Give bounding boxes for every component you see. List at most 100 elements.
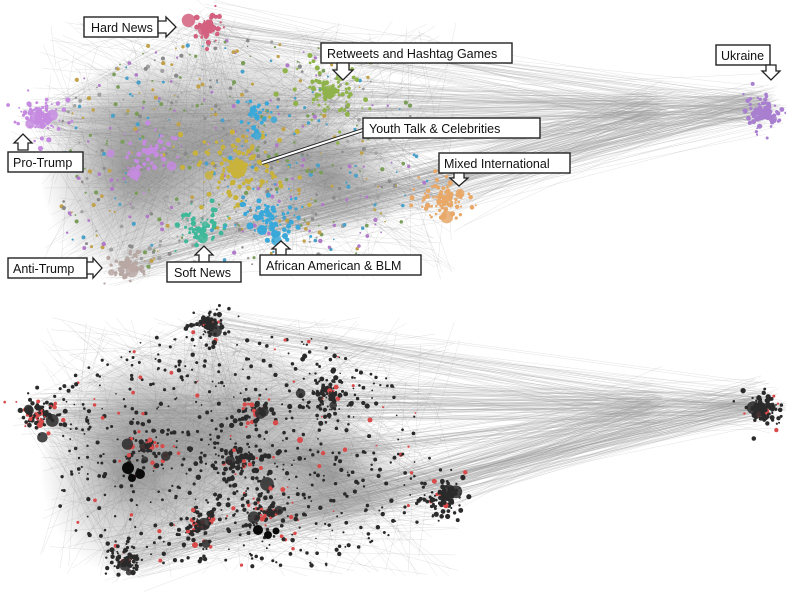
network-node <box>16 121 20 126</box>
network-edge <box>122 329 165 361</box>
network-edge <box>325 380 663 397</box>
network-node <box>732 400 736 403</box>
network-node <box>305 343 309 346</box>
network-node <box>114 271 118 275</box>
network-node <box>180 213 186 218</box>
network-edge <box>167 117 182 206</box>
network-edge <box>435 424 660 507</box>
network-edge <box>87 537 410 541</box>
network-node <box>49 403 52 406</box>
network-edge <box>220 336 780 409</box>
network-node <box>145 157 151 162</box>
network-node <box>132 546 136 550</box>
network-node <box>217 363 222 367</box>
network-node <box>303 496 307 500</box>
network-edge <box>67 149 304 263</box>
network-node <box>403 471 407 475</box>
network-node <box>119 484 124 489</box>
network-node <box>775 403 777 406</box>
network-node <box>316 473 320 478</box>
network-node <box>228 484 232 488</box>
network-node <box>326 75 330 78</box>
hub-node <box>198 23 211 37</box>
network-node <box>103 528 107 532</box>
network-node <box>261 117 267 122</box>
network-edge <box>272 401 651 522</box>
network-edge <box>76 378 257 445</box>
network-node <box>398 108 401 111</box>
network-edge <box>218 336 425 492</box>
network-edge <box>213 101 650 240</box>
network-node <box>283 338 287 342</box>
network-node <box>337 130 342 134</box>
network-node <box>420 481 424 485</box>
network-node <box>176 95 180 99</box>
network-edge <box>90 104 315 183</box>
network-node <box>167 175 170 179</box>
network-node <box>177 363 181 367</box>
network-node <box>203 453 207 458</box>
network-node <box>423 481 427 486</box>
network-edge <box>51 95 758 123</box>
network-edge <box>40 339 332 573</box>
network-node <box>326 412 332 418</box>
network-node <box>100 194 104 198</box>
network-node <box>330 368 336 374</box>
network-node <box>293 214 296 217</box>
hub-node <box>252 131 262 140</box>
network-edge <box>268 129 428 250</box>
network-node <box>336 419 340 423</box>
network-node <box>145 448 150 453</box>
network-node <box>87 366 91 370</box>
network-edge <box>248 459 478 478</box>
network-node <box>156 442 159 445</box>
network-node <box>160 156 166 162</box>
network-node <box>187 165 192 170</box>
network-edge <box>107 65 155 205</box>
network-node <box>176 122 181 127</box>
network-edge <box>78 145 451 214</box>
network-node <box>186 430 190 435</box>
network-edge <box>209 22 786 109</box>
network-node <box>150 460 155 465</box>
network-node <box>776 402 780 405</box>
network-edge <box>154 330 445 442</box>
network-node <box>98 533 103 538</box>
network-node <box>105 142 108 145</box>
network-node <box>205 547 208 551</box>
network-node <box>196 162 201 167</box>
network-node <box>208 334 212 338</box>
network-node <box>255 457 258 460</box>
network-node <box>157 353 160 356</box>
network-node <box>100 461 104 465</box>
network-edge <box>36 411 117 575</box>
network-edge <box>197 188 447 249</box>
network-node <box>233 148 238 153</box>
network-node <box>257 341 262 346</box>
network-edge <box>201 405 664 538</box>
network-edge <box>48 52 75 205</box>
network-node <box>300 152 305 157</box>
network-edge <box>337 394 766 410</box>
network-edge <box>190 184 450 226</box>
network-edge <box>330 398 770 420</box>
network-node <box>268 543 271 546</box>
network-node <box>122 177 126 181</box>
network-node <box>241 202 247 207</box>
network-node <box>116 550 119 553</box>
network-edge <box>161 77 362 189</box>
network-edge <box>190 416 770 515</box>
network-node <box>288 389 292 393</box>
network-node <box>226 165 230 169</box>
network-edge <box>186 108 401 205</box>
network-node <box>199 336 203 340</box>
network-edge <box>201 333 436 369</box>
network-node <box>178 239 181 242</box>
network-node <box>26 117 29 120</box>
network-node <box>159 221 164 226</box>
network-node <box>125 155 129 160</box>
network-node <box>113 515 117 518</box>
network-edge <box>664 408 762 413</box>
network-edge <box>278 90 756 212</box>
network-node <box>268 495 274 500</box>
